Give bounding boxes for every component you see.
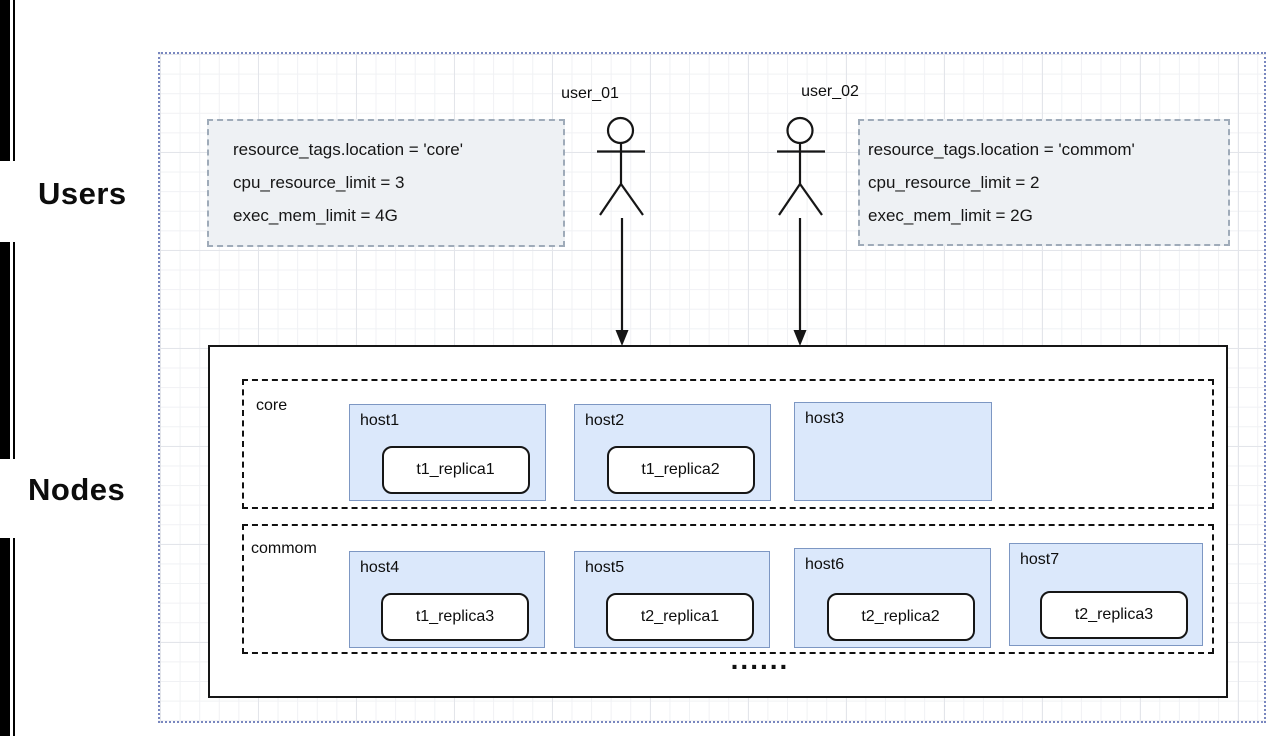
user-01-config-box: resource_tags.location = 'core' cpu_reso… <box>207 119 565 247</box>
users-section-label: Users <box>38 176 127 211</box>
host-host7: host7 t2_replica3 <box>1009 543 1203 646</box>
edge-bar <box>0 242 10 459</box>
user-02-config-box: resource_tags.location = 'commom' cpu_re… <box>858 119 1230 246</box>
user-02-label: user_02 <box>801 83 859 100</box>
nodes-section-label: Nodes <box>28 472 126 507</box>
config-line: exec_mem_limit = 4G <box>233 206 398 225</box>
more-hosts-ellipsis: ...... <box>730 644 790 675</box>
host-name: host1 <box>360 412 400 429</box>
config-line: cpu_resource_limit = 3 <box>233 173 405 192</box>
host-host1: host1 t1_replica1 <box>349 404 546 501</box>
host-name: host4 <box>360 559 400 576</box>
replica-t1-replica2: t1_replica2 <box>606 446 755 494</box>
config-line: resource_tags.location = 'commom' <box>868 139 1135 159</box>
group-core: core host1 t1_replica1 host2 t1_replica2… <box>242 379 1214 509</box>
host-name: host7 <box>1020 551 1060 568</box>
group-core-label: core <box>256 397 288 414</box>
edge-bar <box>0 538 10 736</box>
host-host6: host6 t2_replica2 <box>794 548 991 648</box>
user-01-label: user_01 <box>561 85 619 102</box>
nodes-container: core host1 t1_replica1 host2 t1_replica2… <box>208 345 1228 698</box>
replica-t2-replica2: t2_replica2 <box>826 593 975 641</box>
edge-bar-line <box>13 0 15 161</box>
host-name: host3 <box>805 410 845 427</box>
replica-t2-replica3: t2_replica3 <box>1040 591 1188 639</box>
host-host5: host5 t2_replica1 <box>574 551 770 648</box>
host-host3: host3 <box>794 402 992 501</box>
group-commom: commom host4 t1_replica3 host5 t2_replic… <box>242 524 1214 654</box>
replica-t1-replica3: t1_replica3 <box>381 593 529 641</box>
replica-t1-replica1: t1_replica1 <box>381 446 530 494</box>
host-name: host6 <box>805 556 845 573</box>
config-line: cpu_resource_limit = 2 <box>868 172 1040 192</box>
edge-bar <box>0 0 10 161</box>
host-name: host5 <box>585 559 625 576</box>
config-line: resource_tags.location = 'core' <box>233 140 463 159</box>
config-line: exec_mem_limit = 2G <box>868 205 1033 225</box>
edge-bar-line <box>13 242 15 459</box>
group-commom-label: commom <box>251 540 317 557</box>
host-name: host2 <box>585 412 625 429</box>
host-host4: host4 t1_replica3 <box>349 551 545 648</box>
host-host2: host2 t1_replica2 <box>574 404 771 501</box>
edge-bar-line <box>13 538 15 736</box>
replica-t2-replica1: t2_replica1 <box>606 593 754 641</box>
